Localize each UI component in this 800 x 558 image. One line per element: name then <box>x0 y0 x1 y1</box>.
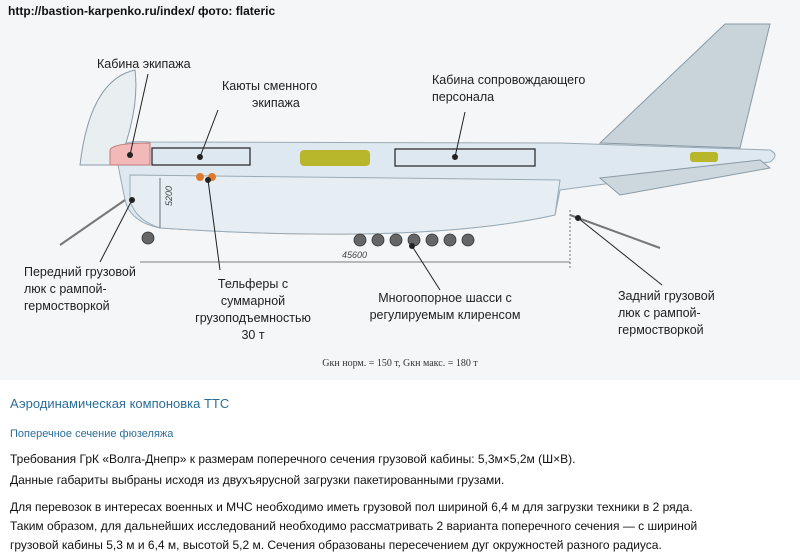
aircraft-diagram: http://bastion-karpenko.ru/index/ фото: … <box>0 0 800 380</box>
cargo-pod <box>300 150 370 166</box>
paragraph-requirements: Требования ГрК «Волга-Днепр» к размерам … <box>10 452 576 466</box>
article: Аэродинамическая компоновка ТТС Поперечн… <box>0 380 800 558</box>
label-rear-cargo-door: Задний грузовой люк с рампой- гермоствор… <box>618 289 715 337</box>
dimension-length: 45600 <box>342 250 368 260</box>
aircraft-drawing <box>59 23 776 291</box>
weight-formula: Gкн норм. = 150 т, Gкн макс. = 180 т <box>322 358 478 369</box>
image-source-caption: http://bastion-karpenko.ru/index/ фото: … <box>8 4 276 18</box>
label-escort-cabin: Кабина сопровождающего персонала <box>432 73 586 104</box>
landing-gear <box>141 231 475 247</box>
hoist <box>196 173 204 181</box>
label-front-cargo-door: Передний грузовой люк с рампой- гермоств… <box>24 265 136 313</box>
cargo-pod <box>690 152 718 162</box>
label-cockpit: Кабина экипажа <box>97 57 191 71</box>
label-hoists: Тельферы с суммарной грузоподъемностью 3… <box>195 277 311 342</box>
escort-box <box>394 148 536 167</box>
label-crew-rest: Каюты сменного экипажа <box>222 79 318 110</box>
dimension-height: 5200 <box>164 186 174 207</box>
paragraph-variants: Для перевозок в интересах военных и МЧС … <box>10 500 698 552</box>
article-heading: Аэродинамическая компоновка ТТС <box>10 396 230 411</box>
article-subheading: Поперечное сечение фюзеляжа <box>10 428 174 440</box>
label-landing-gear: Многоопорное шасси с регулируемым клирен… <box>369 291 521 322</box>
paragraph-dimensions: Данные габариты выбраны исходя из двухъя… <box>10 473 505 487</box>
crew-rest-box <box>151 147 251 166</box>
